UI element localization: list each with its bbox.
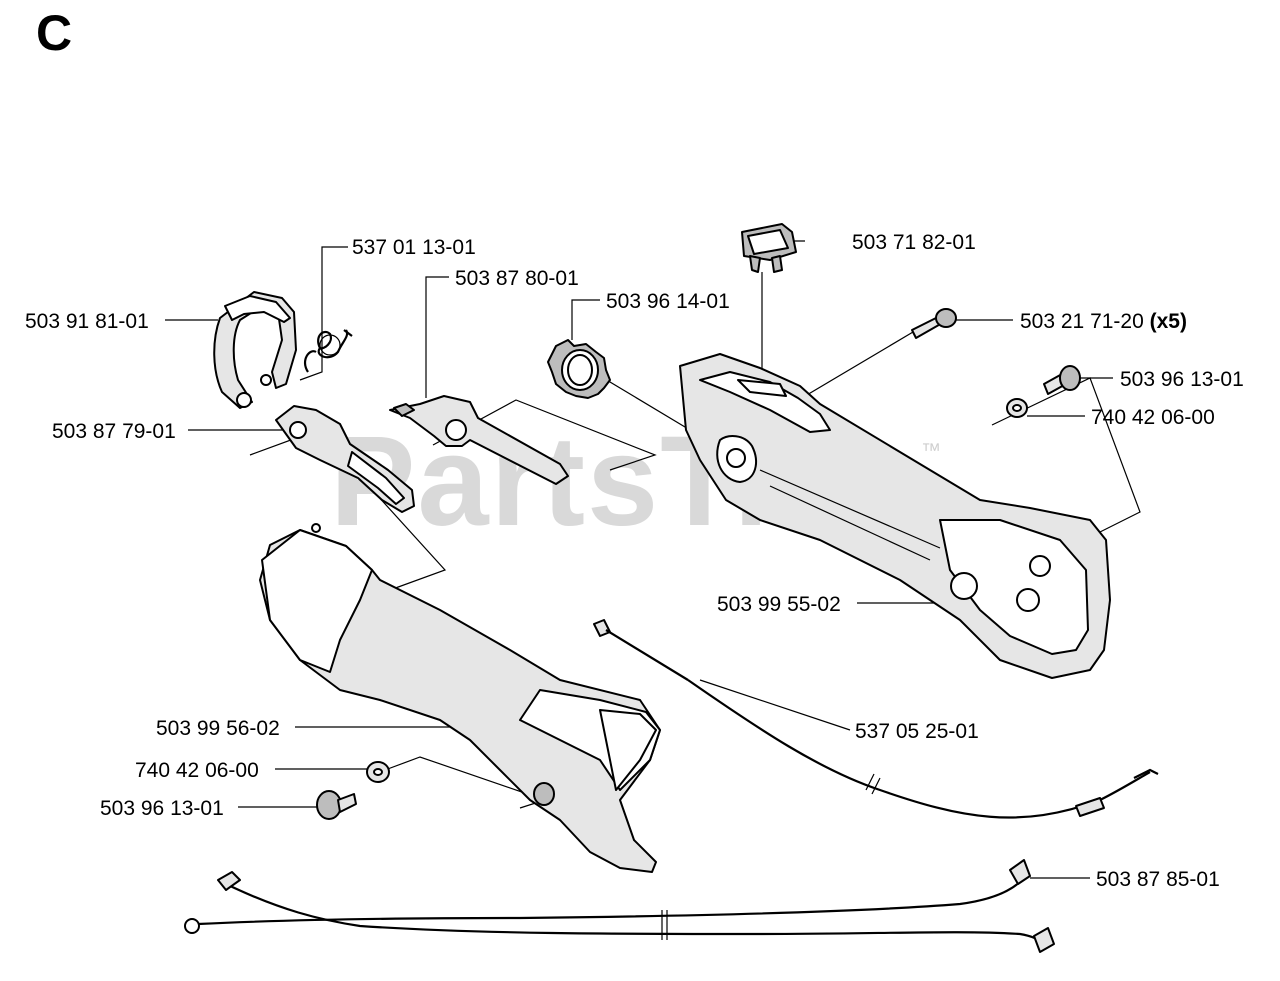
label-740-42-06-00-left: 740 42 06-00 [135, 759, 259, 782]
washer-part-left [366, 761, 390, 783]
label-503-87-79-01: 503 87 79-01 [52, 420, 176, 443]
screw-part-left [316, 790, 357, 820]
handle-housing-part [259, 523, 661, 873]
wire-harness-part [184, 859, 1055, 953]
trigger-part [275, 405, 415, 513]
label-503-91-81-01: 503 91 81-01 [25, 310, 149, 333]
label-503-21-71-20-qty: (x5) [1149, 310, 1187, 333]
label-503-96-13-01-right: 503 96 13-01 [1120, 368, 1244, 391]
lever-arm-part [389, 395, 569, 485]
label-503-21-71-20: 503 21 71-20 (x5) [1020, 311, 1187, 332]
gear-ring-part [547, 339, 611, 399]
label-503-96-14-01: 503 96 14-01 [606, 290, 730, 313]
label-740-42-06-00-right: 740 42 06-00 [1091, 406, 1215, 429]
label-503-99-55-02: 503 99 55-02 [717, 593, 841, 616]
label-503-71-82-01: 503 71 82-01 [852, 231, 976, 254]
washer-part-right [1006, 398, 1028, 418]
screw-part-right [1043, 365, 1081, 395]
handle-half-right-part [679, 353, 1111, 679]
clamp-part [213, 291, 297, 409]
switch-part [741, 223, 797, 273]
spring-part [303, 329, 353, 373]
label-537-05-25-01: 537 05 25-01 [855, 720, 979, 743]
label-503-87-80-01: 503 87 80-01 [455, 267, 579, 290]
label-503-99-56-02: 503 99 56-02 [156, 717, 280, 740]
label-503-87-85-01: 503 87 85-01 [1096, 868, 1220, 891]
label-503-21-71-20-number: 503 21 71-20 [1020, 310, 1144, 333]
section-letter: C [36, 5, 73, 61]
label-503-96-13-01-left: 503 96 13-01 [100, 797, 224, 820]
throttle-cable-part [593, 619, 1159, 819]
label-537-01-13-01: 537 01 13-01 [352, 236, 476, 259]
watermark-trademark: ™ [921, 440, 941, 462]
screw-part-top [911, 308, 957, 339]
